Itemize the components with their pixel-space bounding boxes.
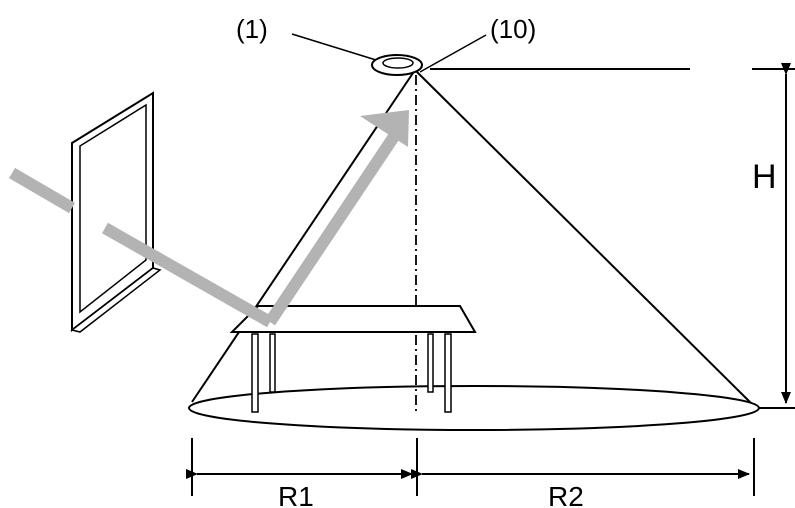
cone-right-edge (414, 69, 757, 409)
r1-label: R1 (278, 481, 314, 508)
height-label: H (752, 158, 777, 196)
sensor-label: (1) (236, 14, 268, 44)
light-ray (8, 110, 409, 328)
r2-label: R2 (548, 481, 584, 508)
leader-line-lens (419, 34, 487, 73)
leader-line-sensor (291, 33, 377, 61)
lens-label: (10) (490, 14, 536, 44)
table (229, 305, 477, 413)
sensor (371, 54, 423, 76)
window-frame (70, 91, 162, 333)
light-ray-arrowhead (360, 110, 409, 147)
